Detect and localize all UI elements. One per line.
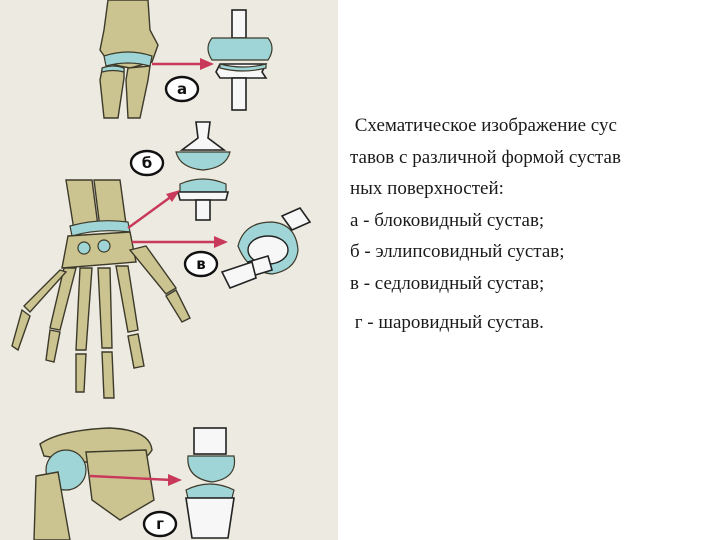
saddle-joint-model bbox=[220, 207, 312, 290]
ellipsoid-joint-model bbox=[175, 121, 231, 221]
badge-a: а bbox=[164, 75, 200, 103]
caption-item-a: а - блоковидный сустав; bbox=[350, 209, 545, 231]
ball-socket-joint-model bbox=[185, 427, 236, 539]
svg-text:а: а bbox=[177, 80, 187, 98]
illustration-panel: а б в г bbox=[0, 0, 338, 540]
caption-line-1: Схематическое изображение сус bbox=[350, 115, 617, 136]
badge-g: г bbox=[142, 510, 178, 538]
svg-text:в: в bbox=[196, 255, 206, 273]
joints-illustration: а б в г bbox=[11, 0, 312, 540]
svg-text:г: г bbox=[156, 515, 164, 533]
svg-text:б: б bbox=[142, 154, 152, 172]
badge-v: в bbox=[183, 250, 219, 278]
caption-item-v: в - седловидный сустав; bbox=[350, 272, 545, 294]
caption-item-g: г - шаровидный сустав. bbox=[350, 312, 544, 333]
pointer-arrows bbox=[89, 58, 228, 486]
hinge-joint-model bbox=[207, 9, 273, 111]
caption-text: Схематическое изображение сус тавов с ра… bbox=[350, 110, 710, 339]
elbow-illustration bbox=[99, 0, 159, 119]
badge-b: б bbox=[129, 149, 165, 177]
caption-item-b: б - эллипсовидный сустав; bbox=[350, 241, 565, 262]
caption-line-2: тавов с различной формой сустав bbox=[350, 146, 621, 168]
hand-illustration bbox=[11, 179, 191, 399]
caption-line-3: ных поверхностей: bbox=[350, 178, 504, 199]
shoulder-illustration bbox=[33, 427, 155, 540]
